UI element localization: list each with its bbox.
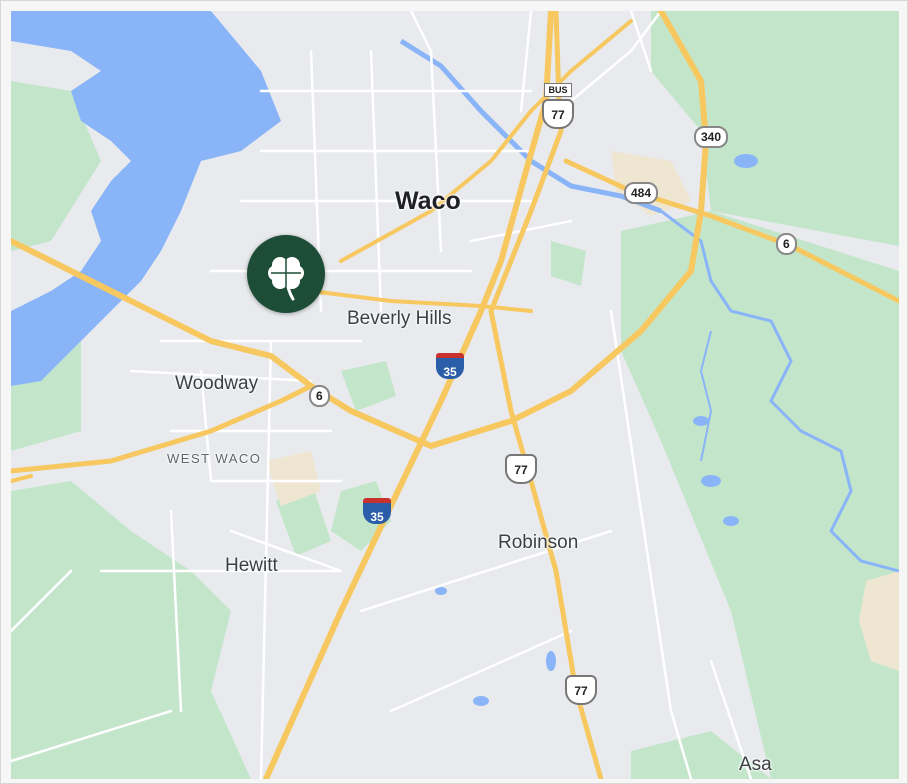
route-shield-i35-lower[interactable]: 35 [363,498,391,524]
ponds [435,154,758,706]
route-shield-sh484[interactable]: 484 [624,182,659,204]
highways [11,11,899,779]
map-base [11,11,899,779]
route-shield-us77-upper[interactable]: 77 [542,99,574,129]
route-shield-us77-lower[interactable]: 77 [565,675,597,705]
route-shield-sh340[interactable]: 340 [694,126,729,148]
place-label-woodway[interactable]: Woodway [175,373,259,394]
location-marker[interactable] [247,235,325,313]
route-shield-bus-label: BUS [544,83,572,97]
place-label-asa[interactable]: Asa [739,754,772,775]
place-label-waco[interactable]: Waco [395,187,461,215]
map-viewport[interactable]: Waco Beverly Hills Woodway WEST WACO Hew… [11,11,899,779]
place-label-beverly-hills[interactable]: Beverly Hills [347,308,452,329]
place-label-west-waco[interactable]: WEST WACO [167,451,262,466]
minor-roads [11,11,753,779]
four-leaf-clover-icon [268,257,304,301]
route-shield-us77-middle[interactable]: 77 [505,454,537,484]
route-shield-sh6-east[interactable]: 6 [776,233,797,255]
route-shield-i35-upper[interactable]: 35 [436,353,464,379]
place-label-robinson[interactable]: Robinson [498,532,579,553]
route-shield-sh6-west[interactable]: 6 [309,385,330,407]
place-label-hewitt[interactable]: Hewitt [225,555,278,576]
lake-waco [11,11,281,386]
